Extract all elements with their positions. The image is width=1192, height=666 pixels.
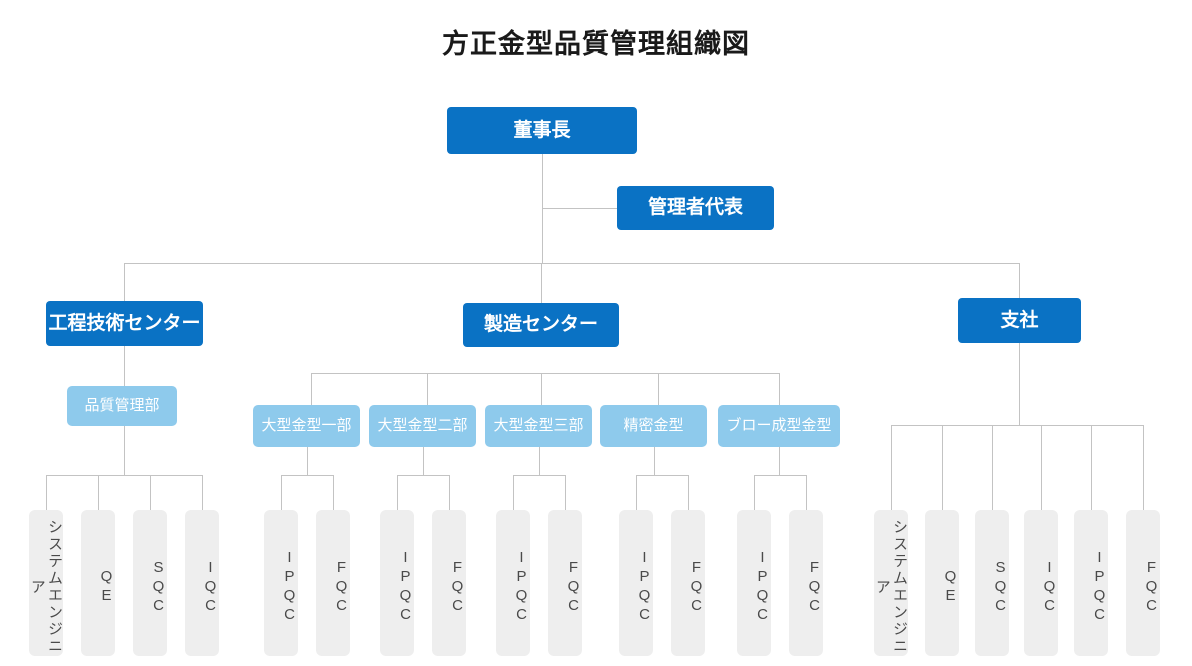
- leaf-qa-system-engineer[interactable]: システムエンジニア: [29, 510, 63, 656]
- node-precision-mold-dept[interactable]: 精密金型: [600, 405, 707, 447]
- connector-branch-leaf-drop-2: [942, 425, 943, 510]
- connector-branch-leaf-drop-1: [891, 425, 892, 510]
- leaf-branch-ipqc[interactable]: IPQC: [1074, 510, 1108, 656]
- connector-mfg-dept-drop-1: [311, 373, 312, 405]
- connector-lm2-stem: [423, 447, 424, 475]
- connector-pm-leaf-bar: [636, 475, 688, 476]
- connector-pm-leaf-drop-2: [688, 475, 689, 510]
- connector-pm-leaf-drop-1: [636, 475, 637, 510]
- leaf-pm-fqc[interactable]: FQC: [671, 510, 705, 656]
- connector-lm3-stem: [539, 447, 540, 475]
- leaf-branch-qe[interactable]: QE: [925, 510, 959, 656]
- leaf-bm-fqc[interactable]: FQC: [789, 510, 823, 656]
- connector-branch-stem: [1019, 343, 1020, 425]
- connector-level2-drop-eng: [124, 263, 125, 301]
- connector-lm1-leaf-bar: [281, 475, 333, 476]
- connector-mfg-dept-drop-2: [427, 373, 428, 405]
- leaf-lm3-fqc[interactable]: FQC: [548, 510, 582, 656]
- node-chairman[interactable]: 董事長: [447, 107, 637, 154]
- connector-branch-leaf-drop-5: [1091, 425, 1092, 510]
- connector-lm1-stem: [307, 447, 308, 475]
- node-manufacturing-center[interactable]: 製造センター: [463, 303, 619, 347]
- leaf-branch-sqc[interactable]: SQC: [975, 510, 1009, 656]
- connector-branch-leaf-drop-6: [1143, 425, 1144, 510]
- connector-mfg-dept-drop-4: [658, 373, 659, 405]
- leaf-qa-iqc[interactable]: IQC: [185, 510, 219, 656]
- leaf-pm-ipqc[interactable]: IPQC: [619, 510, 653, 656]
- connector-branch-leaf-drop-3: [992, 425, 993, 510]
- connector-mfg-dept-bar: [311, 373, 779, 374]
- connector-qa-leaf-drop-1: [46, 475, 47, 510]
- leaf-branch-iqc[interactable]: IQC: [1024, 510, 1058, 656]
- connector-level2-drop-branch: [1019, 263, 1020, 298]
- connector-mfg-dept-drop-5: [779, 373, 780, 405]
- connector-bm-leaf-drop-1: [754, 475, 755, 510]
- connector-bm-leaf-bar: [754, 475, 806, 476]
- connector-lm1-leaf-drop-2: [333, 475, 334, 510]
- connector-level2-bar: [124, 263, 1020, 264]
- leaf-lm2-ipqc[interactable]: IPQC: [380, 510, 414, 656]
- connector-qa-leaf-bar: [46, 475, 202, 476]
- node-engineering-center[interactable]: 工程技術センター: [46, 301, 203, 346]
- node-large-mold-dept-2[interactable]: 大型金型二部: [369, 405, 476, 447]
- connector-lm2-leaf-drop-1: [397, 475, 398, 510]
- connector-qa-leaf-drop-4: [202, 475, 203, 510]
- connector-lm3-leaf-bar: [513, 475, 565, 476]
- node-management-representative[interactable]: 管理者代表: [617, 186, 774, 230]
- leaf-lm1-ipqc[interactable]: IPQC: [264, 510, 298, 656]
- connector-branch-leaf-bar: [891, 425, 1143, 426]
- node-large-mold-dept-3[interactable]: 大型金型三部: [485, 405, 592, 447]
- leaf-branch-fqc[interactable]: FQC: [1126, 510, 1160, 656]
- leaf-lm2-fqc[interactable]: FQC: [432, 510, 466, 656]
- node-large-mold-dept-1[interactable]: 大型金型一部: [253, 405, 360, 447]
- connector-lm3-leaf-drop-1: [513, 475, 514, 510]
- leaf-bm-ipqc[interactable]: IPQC: [737, 510, 771, 656]
- node-branch-office[interactable]: 支社: [958, 298, 1081, 343]
- connector-qa-stem: [124, 426, 125, 475]
- connector-mfg-dept-drop-3: [541, 373, 542, 405]
- node-quality-assurance-dept[interactable]: 品質管理部: [67, 386, 177, 426]
- connector-lm1-leaf-drop-1: [281, 475, 282, 510]
- leaf-lm3-ipqc[interactable]: IPQC: [496, 510, 530, 656]
- connector-lm2-leaf-drop-2: [449, 475, 450, 510]
- node-blow-mold-dept[interactable]: ブロー成型金型: [718, 405, 840, 447]
- page-title: 方正金型品質管理組織図: [442, 29, 750, 59]
- leaf-branch-system-engineer[interactable]: システムエンジニア: [874, 510, 908, 656]
- connector-lm2-leaf-bar: [397, 475, 449, 476]
- connector-qa-leaf-drop-3: [150, 475, 151, 510]
- leaf-qa-qe[interactable]: QE: [81, 510, 115, 656]
- connector-qa-leaf-drop-2: [98, 475, 99, 510]
- connector-level2-drop-mfg: [541, 263, 542, 303]
- connector-bm-stem: [779, 447, 780, 475]
- connector-pm-stem: [654, 447, 655, 475]
- connector-eng-to-qa: [124, 346, 125, 386]
- connector-branch-leaf-drop-4: [1041, 425, 1042, 510]
- leaf-lm1-fqc[interactable]: FQC: [316, 510, 350, 656]
- connector-lm3-leaf-drop-2: [565, 475, 566, 510]
- connector-bm-leaf-drop-2: [806, 475, 807, 510]
- connector-chairman-to-mgmt-rep: [542, 208, 617, 209]
- leaf-qa-sqc[interactable]: SQC: [133, 510, 167, 656]
